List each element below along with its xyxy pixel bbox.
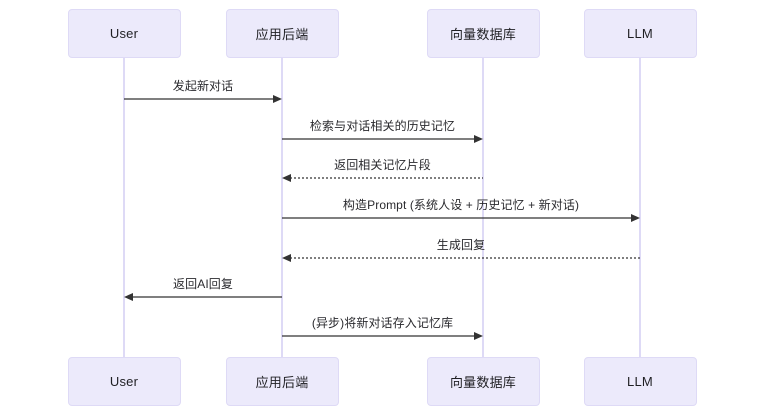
participant-box-vectordb-top[interactable]: 向量数据库 <box>426 9 540 58</box>
message-label-2: 检索与对话相关的历史记忆 <box>309 119 456 133</box>
message-label-7: (异步)将新对话存入记忆库 <box>311 316 454 330</box>
participant-label-llm: LLM <box>627 26 653 41</box>
lifeline-user <box>123 58 125 357</box>
message-label-3: 返回相关记忆片段 <box>334 158 431 172</box>
message-label-4: 构造Prompt (系统人设 + 历史记忆 + 新对话) <box>342 198 580 212</box>
participant-box-llm-bottom[interactable]: LLM <box>583 357 697 406</box>
participant-box-backend-top[interactable]: 应用后端 <box>225 9 339 58</box>
message-arrow-2 <box>282 133 483 145</box>
lifeline-backend <box>281 58 283 357</box>
participant-box-vectordb-bottom[interactable]: 向量数据库 <box>426 357 540 406</box>
message-arrow-6 <box>124 291 282 303</box>
message-arrow-1 <box>124 93 282 105</box>
participant-label-backend: 应用后端 <box>255 27 309 42</box>
participant-label-vectordb: 向量数据库 <box>449 27 516 42</box>
message-arrow-4 <box>282 212 640 224</box>
message-arrow-3 <box>282 172 483 184</box>
lifeline-llm <box>639 58 641 357</box>
participant-box-user-top[interactable]: User <box>67 9 181 58</box>
message-label-5: 生成回复 <box>436 238 486 252</box>
participant-label-user: User <box>109 26 139 41</box>
participant-box-user-bottom[interactable]: User <box>67 357 181 406</box>
message-label-1: 发起新对话 <box>172 79 234 93</box>
participant-label-user: User <box>109 374 139 389</box>
message-arrow-7 <box>282 330 483 342</box>
message-label-6: 返回AI回复 <box>173 277 233 291</box>
message-arrow-5 <box>282 252 640 264</box>
participant-label-backend: 应用后端 <box>255 375 309 390</box>
participant-label-llm: LLM <box>627 374 653 389</box>
lifeline-vectordb <box>482 58 484 357</box>
participant-box-backend-bottom[interactable]: 应用后端 <box>225 357 339 406</box>
participant-label-vectordb: 向量数据库 <box>449 375 516 390</box>
participant-box-llm-top[interactable]: LLM <box>583 9 697 58</box>
